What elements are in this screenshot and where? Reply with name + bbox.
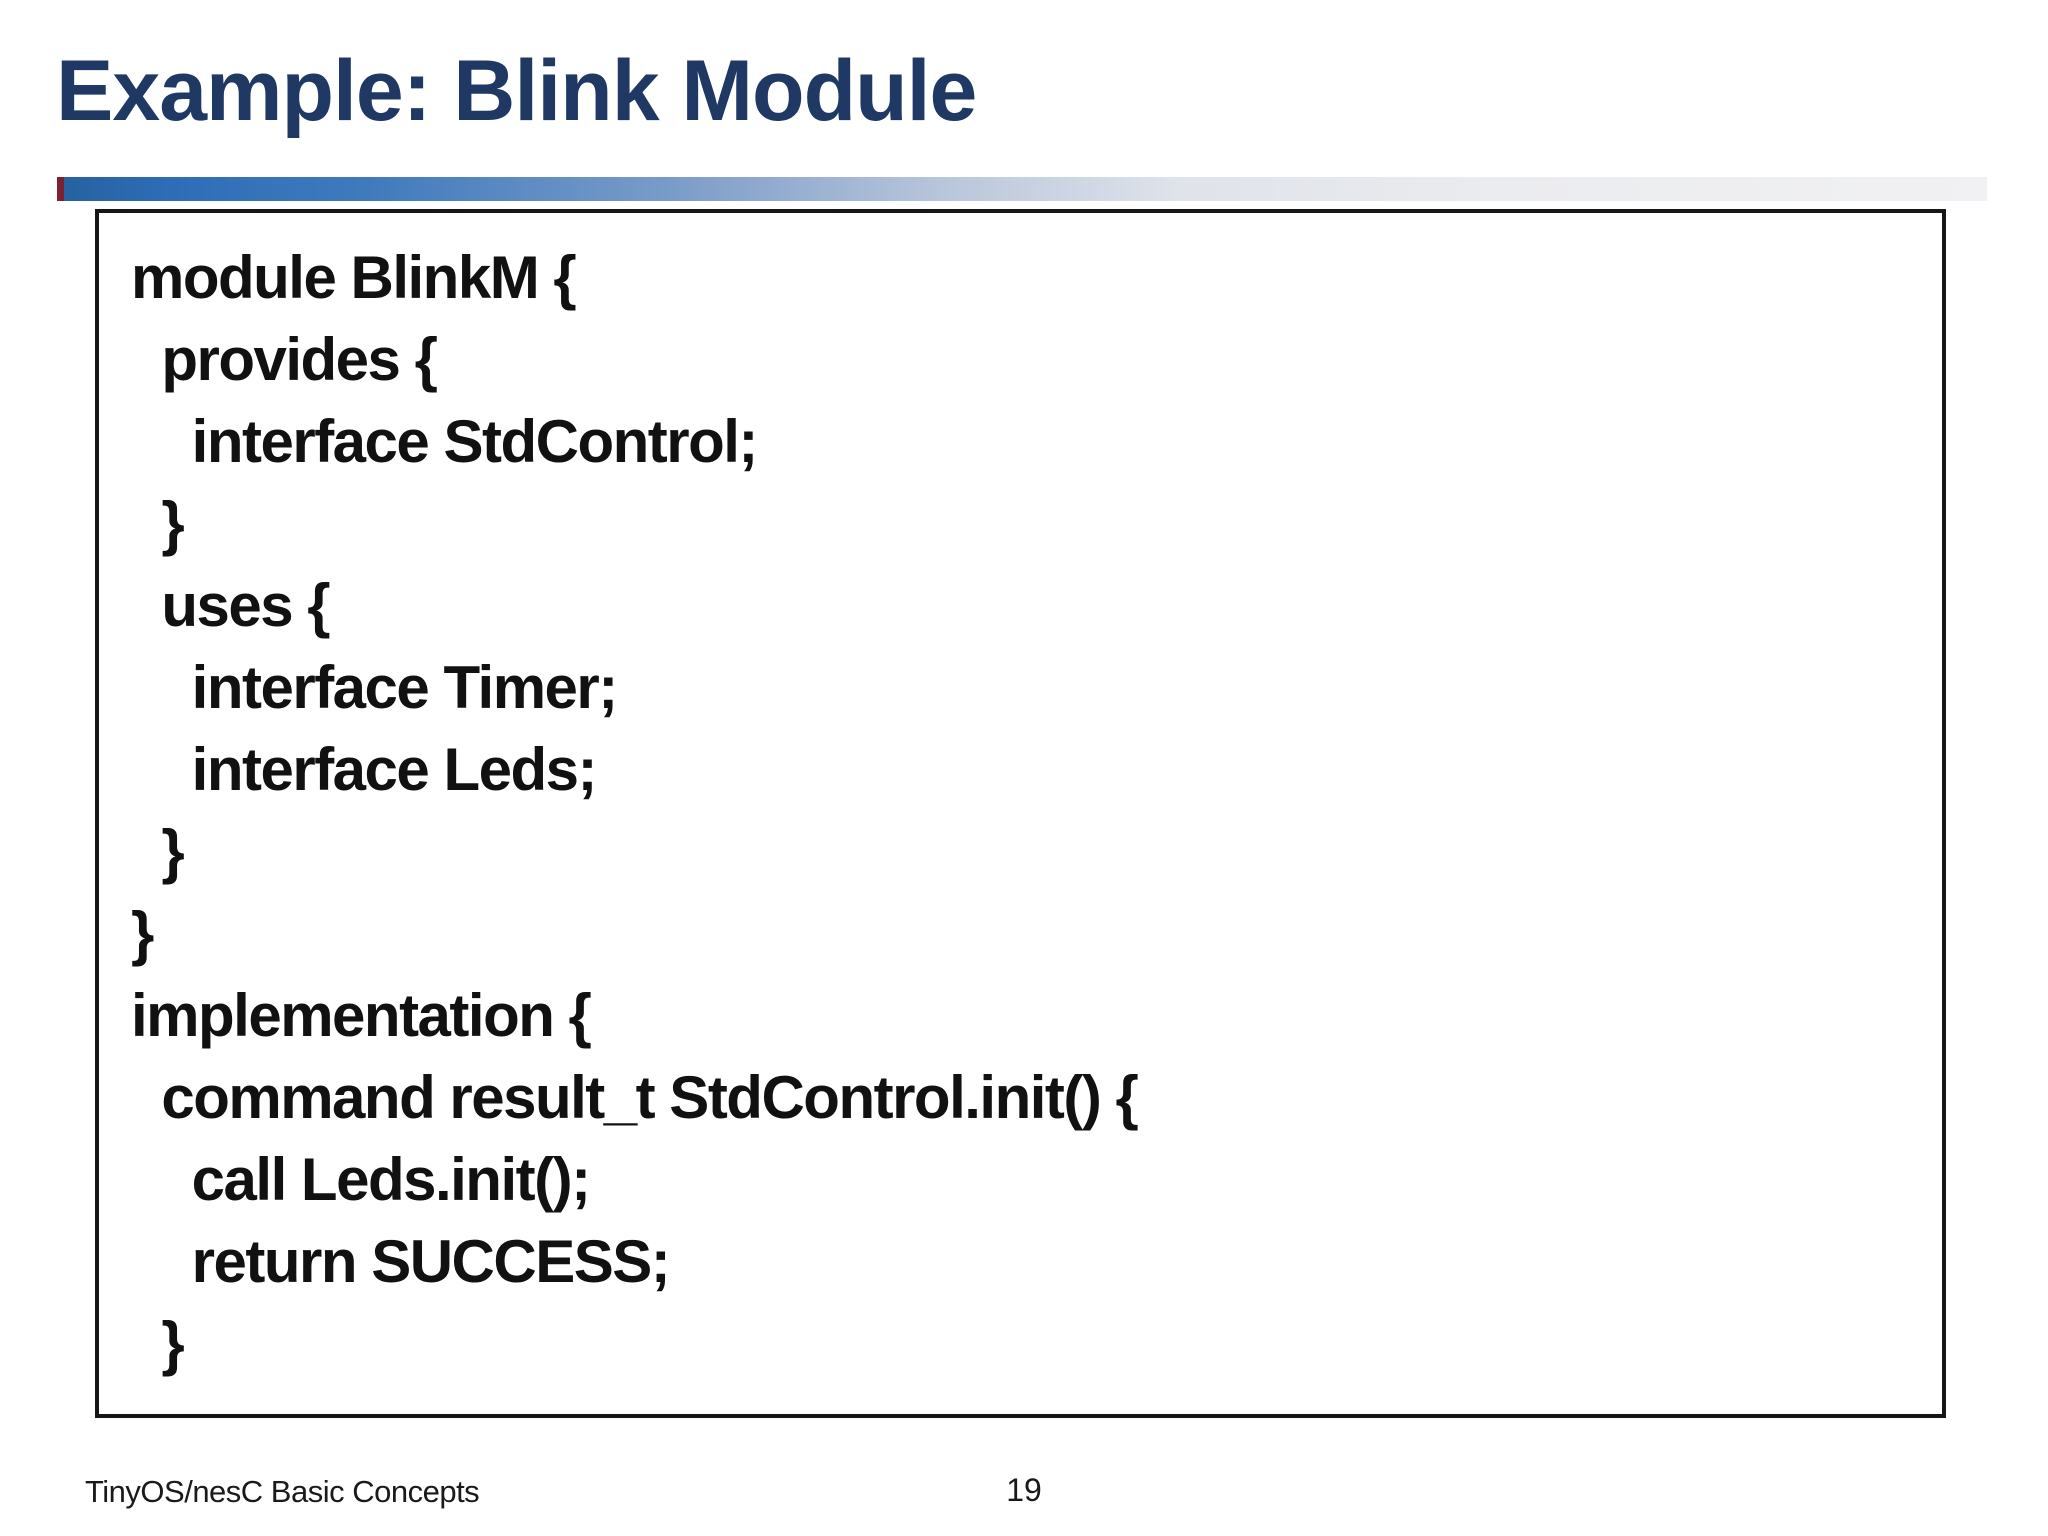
code-line: interface Leds; — [131, 736, 598, 803]
code-line: module BlinkM { — [131, 244, 577, 311]
gradient-bar-left-cap — [57, 177, 64, 201]
footer-course-name: TinyOS/nesC Basic Concepts — [85, 1474, 480, 1509]
code-line: provides { — [131, 326, 438, 393]
slide-title: Example: Blink Module — [56, 43, 977, 139]
code-line: } — [131, 900, 154, 967]
code-line: uses { — [131, 572, 330, 639]
code-line: return SUCCESS; — [131, 1228, 671, 1295]
code-line: implementation { — [131, 982, 592, 1049]
footer-page-number: 19 — [1006, 1472, 1042, 1508]
code-line: call Leds.init(); — [131, 1146, 591, 1213]
code-line: } — [131, 490, 184, 557]
code-box: module BlinkM { provides { interface Std… — [95, 209, 1946, 1418]
title-underline-gradient-bar — [57, 177, 1987, 201]
code-line: } — [131, 1310, 184, 1377]
code-line: interface StdControl; — [131, 408, 759, 475]
code-line: } — [131, 818, 184, 885]
code-line: command result_t StdControl.init() { — [131, 1064, 1139, 1131]
code-line: interface Timer; — [131, 654, 619, 721]
